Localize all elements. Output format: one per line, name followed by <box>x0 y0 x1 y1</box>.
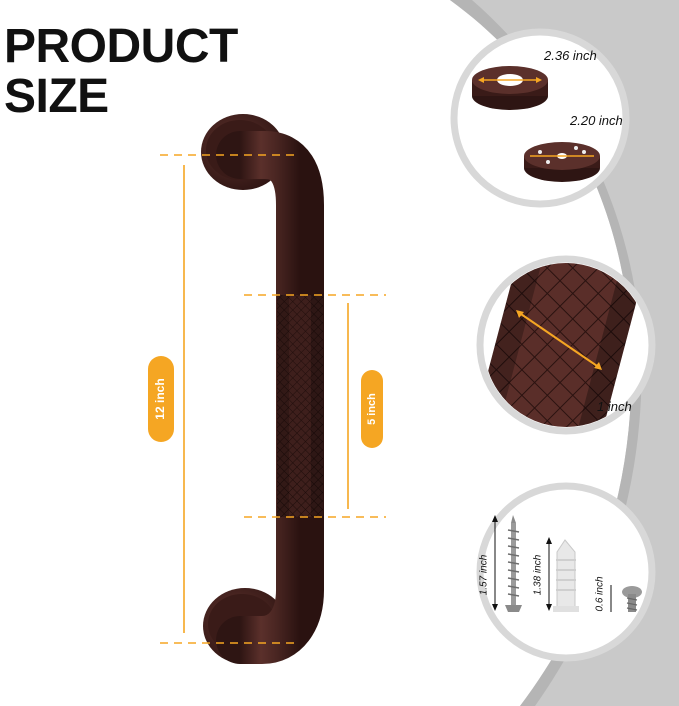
screw-short-size: 0.6 inch <box>595 576 606 611</box>
flange-detail-panel: 2.36 inch 2.20 inch <box>450 28 630 208</box>
flange-bottom-size: 2.20 inch <box>569 113 623 128</box>
hardware-detail-panel: 1.57 inch 1.38 inch 0.6 inch <box>476 482 656 662</box>
screw-icon <box>505 515 522 612</box>
flange-cover-icon <box>472 66 548 110</box>
flange-top-size: 2.36 inch <box>543 48 597 63</box>
wall-anchor-icon <box>553 539 579 612</box>
grip-label: 5 inch <box>361 370 383 448</box>
dimension-lines <box>160 154 386 644</box>
page-title: PRODUCT SIZE <box>4 22 238 122</box>
diameter-size: 1 inch <box>597 399 632 414</box>
length-text: 12 inch <box>153 378 167 419</box>
length-label: 12 inch <box>148 356 174 442</box>
title-line-1: PRODUCT <box>4 20 238 73</box>
knurl-detail-panel: 1 inch <box>476 255 656 435</box>
flange-base-icon <box>524 142 600 182</box>
grip-text: 5 inch <box>366 393 378 425</box>
anchor-size: 1.38 inch <box>533 554 544 595</box>
screw-long-size: 1.57 inch <box>479 554 490 595</box>
grab-bar-icon <box>201 114 324 664</box>
title-line-2: SIZE <box>4 70 109 123</box>
knurl-closeup-icon <box>484 263 648 427</box>
short-screw-icon <box>622 586 642 612</box>
